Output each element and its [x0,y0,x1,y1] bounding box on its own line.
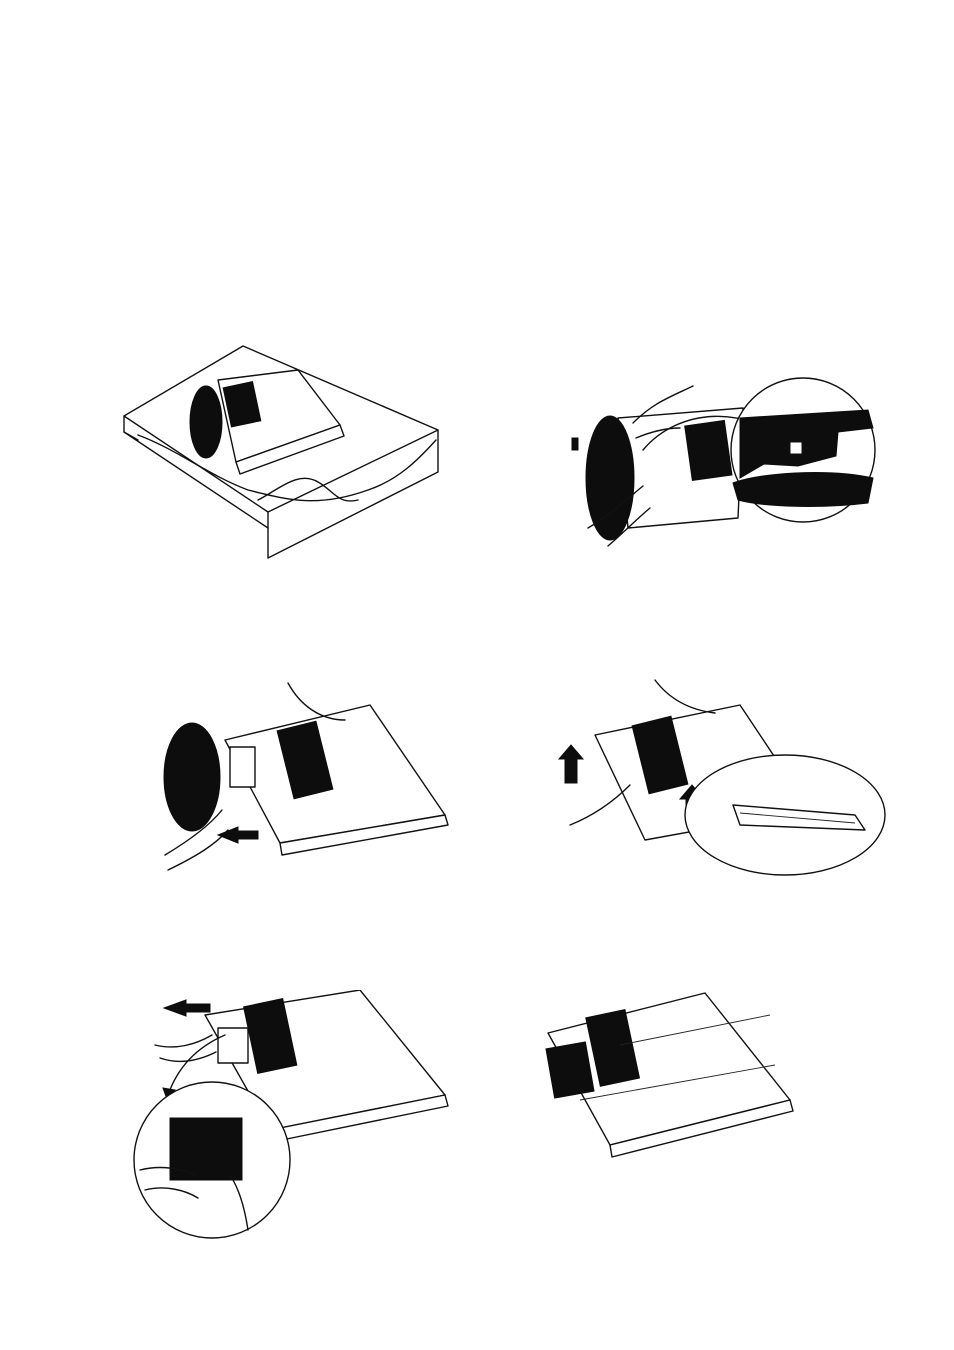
stand-base [586,416,634,540]
hinge-bracket [546,1042,594,1098]
lift-hinge-detail-illustration [555,665,890,885]
left-arrow [164,1000,210,1016]
figure-detach-stand-release-catch [568,368,883,556]
stand-base [164,723,220,831]
monitor-face-down-illustration [118,340,448,565]
figure-pull-stand-outward [160,665,460,895]
figure-slide-hinge-cover-off [120,990,450,1240]
figure-stand-removed-result [540,985,795,1160]
figure-lift-stand-upward [555,665,890,885]
stand-base [190,386,222,458]
pull-stand-arrow-illustration [160,665,460,895]
up-arrow [559,745,583,783]
figure-place-monitor-on-cushion [118,340,448,565]
left-arrow [218,827,258,843]
remove-hinge-cover-illustration [120,990,450,1240]
hinge-cover [170,1118,242,1180]
monitor-without-stand-illustration [540,985,795,1160]
release-latch-detail-illustration [568,368,883,556]
